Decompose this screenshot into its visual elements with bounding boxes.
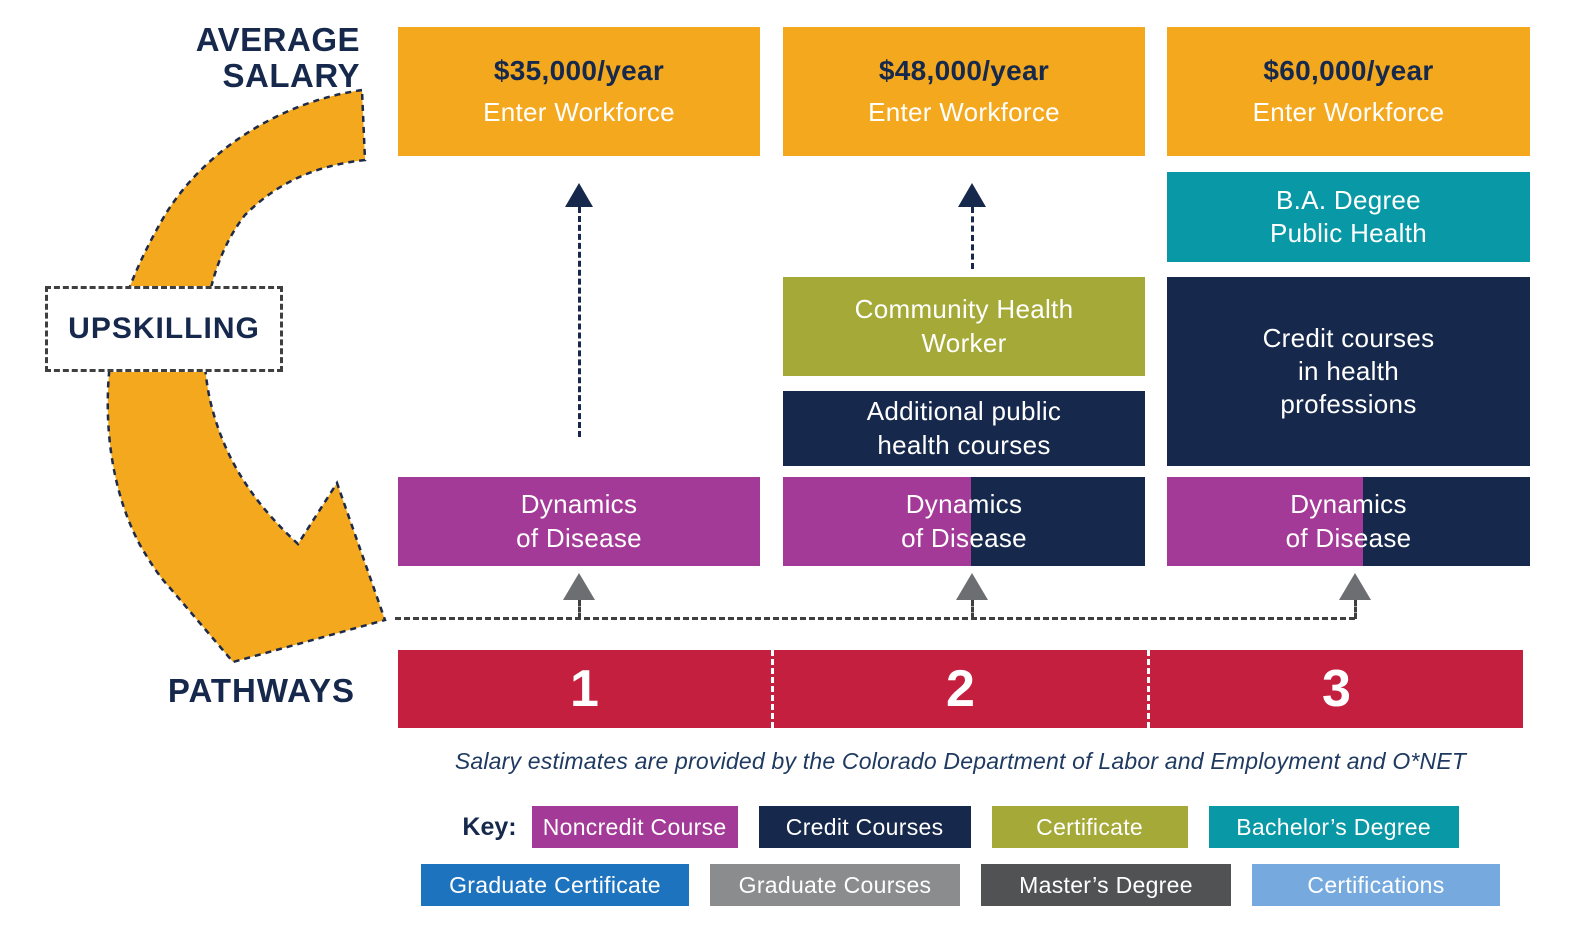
arrow-stem — [577, 207, 581, 437]
additional-public-health-courses-box: Additional public health courses — [783, 391, 1145, 466]
key-item-certifications: Certifications — [1252, 864, 1500, 906]
upskilling-box: UPSKILLING — [45, 286, 283, 372]
key-item-credit-courses: Credit Courses — [758, 806, 971, 848]
key-item-bachelors-degree: Bachelor’s Degree — [1208, 806, 1459, 848]
pathways-connector-line — [395, 617, 1355, 620]
arrowhead-icon — [1339, 573, 1371, 600]
arrowhead-icon — [565, 183, 593, 207]
pathway-segment-1: 1 — [398, 650, 771, 728]
enter-workforce-label-3: Enter Workforce — [1252, 97, 1445, 128]
upskilling-curved-arrow-icon — [106, 88, 387, 664]
upskilling-label: UPSKILLING — [68, 312, 260, 345]
enter-workforce-box-2: $48,000/year Enter Workforce — [783, 27, 1145, 156]
dynamics-of-disease-box-2: Dynamics of Disease — [783, 477, 1145, 566]
legend-row-1: Key: Noncredit Course Credit Courses Cer… — [368, 806, 1553, 848]
arrowhead-icon — [956, 573, 988, 600]
key-item-masters-degree: Master’s Degree — [981, 864, 1231, 906]
credit-courses-health-professions-box: Credit courses in health professions — [1167, 277, 1530, 466]
key-item-noncredit-course: Noncredit Course — [531, 806, 738, 848]
enter-workforce-label-2: Enter Workforce — [868, 97, 1060, 128]
salary-value-2: $48,000/year — [878, 55, 1050, 87]
gray-up-arrow-icon-1 — [563, 573, 595, 619]
salary-value-1: $35,000/year — [493, 55, 665, 87]
dashed-up-arrow-icon-2 — [958, 183, 986, 269]
arrowhead-icon — [563, 573, 595, 600]
pathways-bar: 1 2 3 — [398, 650, 1523, 728]
arrow-stem — [577, 600, 581, 619]
pathways-label: PATHWAYS — [167, 672, 355, 709]
ba-degree-public-health-box: B.A. Degree Public Health — [1167, 172, 1530, 262]
average-salary-label: AVERAGE SALARY — [195, 21, 360, 94]
key-item-certificate: Certificate — [991, 806, 1188, 848]
salary-source-footnote: Salary estimates are provided by the Col… — [454, 748, 1467, 774]
salary-value-3: $60,000/year — [1263, 55, 1434, 87]
enter-workforce-box-1: $35,000/year Enter Workforce — [398, 27, 760, 156]
legend-row-2: Graduate Certificate Graduate Courses Ma… — [368, 864, 1553, 906]
arrow-stem — [970, 207, 974, 269]
key-item-graduate-courses: Graduate Courses — [710, 864, 960, 906]
community-health-worker-box: Community Health Worker — [783, 277, 1145, 376]
dynamics-of-disease-box-1: Dynamics of Disease — [398, 477, 760, 566]
key-label: Key: — [462, 812, 517, 841]
pathway-segment-2: 2 — [771, 650, 1147, 728]
gray-up-arrow-icon-2 — [956, 573, 988, 619]
pathway-number-1: 1 — [570, 660, 599, 718]
arrowhead-icon — [958, 183, 986, 207]
arrow-stem — [1353, 600, 1357, 619]
dashed-up-arrow-icon-1 — [565, 183, 593, 437]
key-item-graduate-certificate: Graduate Certificate — [421, 864, 689, 906]
gray-up-arrow-icon-3 — [1339, 573, 1371, 619]
pathway-number-2: 2 — [946, 660, 975, 718]
pathway-segment-3: 3 — [1147, 650, 1523, 728]
enter-workforce-label-1: Enter Workforce — [483, 97, 675, 128]
arrow-stem — [970, 600, 974, 619]
enter-workforce-box-3: $60,000/year Enter Workforce — [1167, 27, 1530, 156]
dynamics-of-disease-box-3: Dynamics of Disease — [1167, 477, 1530, 566]
pathway-number-3: 3 — [1322, 660, 1351, 718]
